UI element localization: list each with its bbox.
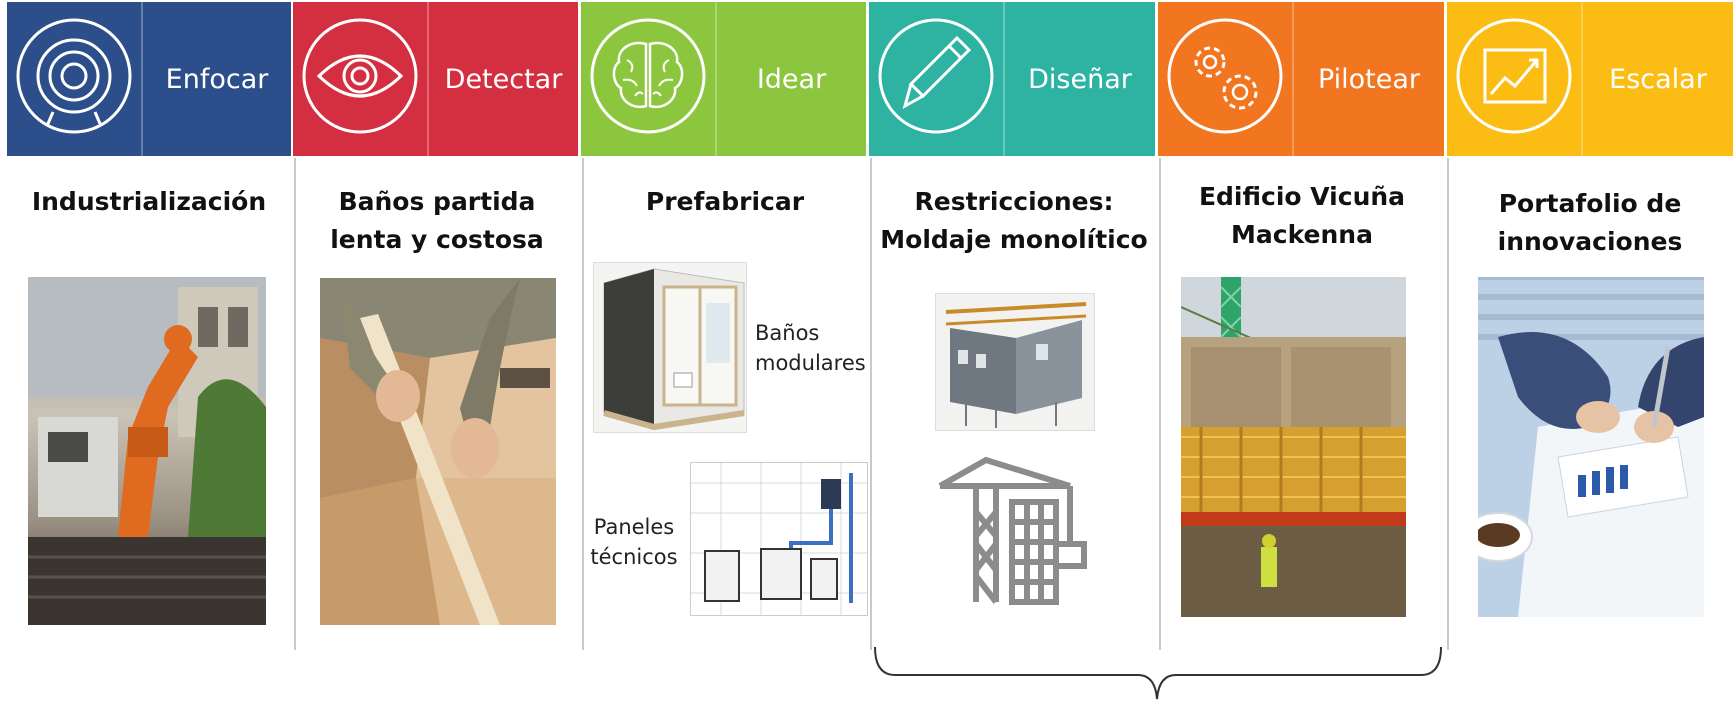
stage-detectar: Detectar: [293, 2, 578, 156]
robot-arm-photo: [28, 277, 266, 625]
stage-label: Diseñar: [1028, 63, 1132, 95]
target-icon: [16, 18, 132, 134]
brain-icon: [590, 18, 706, 134]
gears-icon: [1167, 18, 1283, 134]
monolithic-formwork-photo: [935, 293, 1095, 431]
technical-panels-photo: [690, 462, 868, 616]
stage-pilotear: Pilotear: [1158, 2, 1444, 156]
stage-label: Idear: [756, 63, 827, 95]
stage-enfocar: Enfocar: [7, 2, 291, 156]
grouping-brace: [874, 646, 1442, 700]
portfolio-photo: [1478, 277, 1704, 617]
column-title: Prefabricar: [645, 187, 805, 216]
technical-panels-caption: Paneles técnicos: [590, 515, 678, 569]
stage-label: Escalar: [1609, 63, 1707, 95]
stage-idear: Idear: [581, 2, 866, 156]
stage-label: Enfocar: [165, 63, 269, 95]
column-title: Edificio Vicuña Mackenna: [1198, 182, 1406, 249]
chart-icon: [1456, 18, 1572, 134]
column-divider: [582, 158, 584, 650]
column-title: Industrialización: [31, 187, 267, 216]
stage-label: Pilotear: [1317, 63, 1421, 95]
pen-icon: [878, 18, 994, 134]
stage-escalar: Escalar: [1447, 2, 1733, 156]
column-title: Baños partida lenta y costosa: [330, 187, 544, 254]
column-divider: [1159, 158, 1161, 650]
modular-bath-caption: Baños modulares: [755, 321, 866, 375]
building-site-photo: [1181, 277, 1406, 617]
column-divider: [1447, 158, 1449, 650]
stage-disenar: Diseñar: [869, 2, 1155, 156]
column-title: Portafolio de innovaciones: [1497, 189, 1683, 256]
crane-building-icon: [938, 456, 1087, 605]
modular-bathroom-photo: [593, 262, 747, 433]
column-divider: [870, 158, 872, 650]
column-divider: [294, 158, 296, 650]
tile-worker-photo: [320, 278, 556, 625]
column-title: Restricciones: Moldaje monolítico: [880, 187, 1148, 254]
eye-icon: [302, 18, 418, 134]
stage-label: Detectar: [444, 63, 563, 95]
